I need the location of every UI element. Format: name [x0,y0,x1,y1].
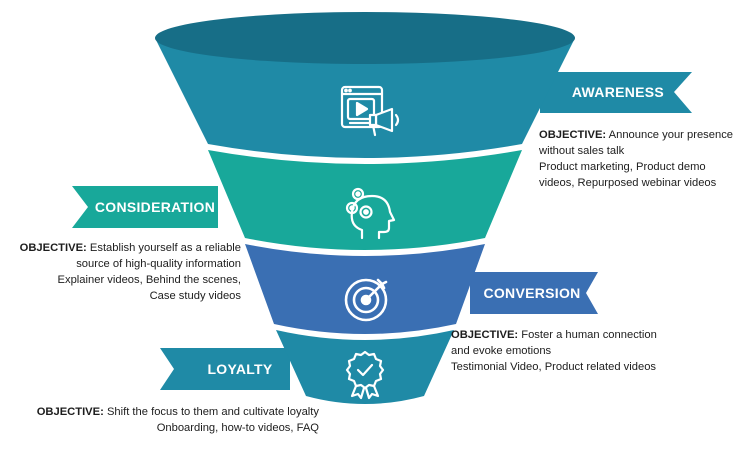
target-icon [344,278,388,322]
awareness-description: OBJECTIVE: Announce your presence withou… [539,127,733,191]
objective-label: OBJECTIVE: [19,242,87,254]
awareness-line: Product marketing, Product demo [539,161,706,173]
award-badge-icon [345,350,385,400]
awareness-objective: Announce your presence [608,129,734,141]
conversion-ribbon [470,272,598,314]
consideration-band [208,150,522,250]
loyalty-band [276,330,454,404]
awareness-top-rim [155,12,575,64]
conversion-description: OBJECTIVE: Foster a human connection and… [451,327,657,375]
conversion-label: CONVERSION [483,285,580,301]
awareness-line: videos, Repurposed webinar videos [539,177,717,189]
objective-label: OBJECTIVE: [36,406,104,418]
loyalty-ribbon [160,348,290,390]
conversion-objective: Foster a human connection [521,329,657,341]
awareness-line: without sales talk [539,145,625,157]
awareness-label: AWARENESS [572,84,664,100]
awareness-ribbon [540,72,692,113]
consideration-line: Case study videos [149,290,241,302]
consideration-ribbon [72,186,218,228]
consideration-line: source of high-quality information [76,258,241,270]
loyalty-description: OBJECTIVE: Shift the focus to them and c… [37,404,319,436]
consideration-objective: Establish yourself as a reliable [89,242,241,254]
loyalty-line: Onboarding, how-to videos, FAQ [156,422,319,434]
objective-label: OBJECTIVE: [451,329,519,341]
objective-label: OBJECTIVE: [539,129,607,141]
loyalty-objective: Shift the focus to them and cultivate lo… [106,406,319,418]
conversion-line: and evoke emotions [451,345,552,357]
conversion-line: Testimonial Video, Product related video… [451,361,657,373]
video-marketing-icon [340,85,400,137]
loyalty-label: LOYALTY [207,361,272,377]
consideration-line: Explainer videos, Behind the scenes, [57,274,241,286]
head-gears-icon [345,187,396,240]
consideration-description: OBJECTIVE: Establish yourself as a relia… [20,240,241,304]
consideration-label: CONSIDERATION [95,199,215,215]
